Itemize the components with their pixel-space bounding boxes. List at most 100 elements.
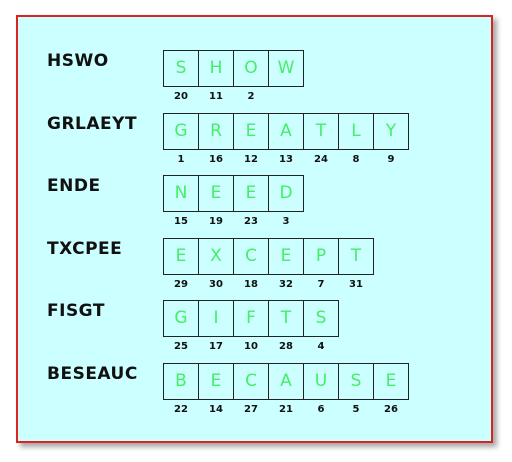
clue-number: 14 (209, 404, 223, 415)
answer-letter: D (279, 183, 293, 203)
letter-box[interactable]: A 13 (268, 113, 304, 165)
answer-letter: E (245, 183, 257, 203)
answer-letter: S (315, 308, 327, 328)
answer-letter: S (350, 371, 362, 391)
answer-letter: U (314, 371, 328, 391)
answer-letter: O (244, 58, 258, 78)
clue-number: 1 (177, 154, 185, 165)
letter-box[interactable]: N 15 (163, 175, 199, 227)
answer-letter: Y (385, 121, 397, 141)
letter-box[interactable]: A 21 (268, 363, 304, 415)
clue-number: 10 (244, 341, 258, 352)
answer-letter: R (210, 121, 222, 141)
answer-letter: G (174, 308, 188, 328)
clue-number: 24 (314, 154, 328, 165)
clue-number: 13 (279, 154, 293, 165)
letter-box[interactable]: E 19 (198, 175, 234, 227)
clue-number: 27 (244, 404, 258, 415)
clue-number: 2 (247, 91, 255, 102)
clue-number: 25 (174, 341, 188, 352)
answer-letter: E (245, 121, 257, 141)
clue-number: 26 (384, 404, 398, 415)
clue-number: 22 (174, 404, 188, 415)
clue-number: 9 (387, 154, 395, 165)
clue-number: 20 (174, 91, 188, 102)
clue-number: 19 (209, 216, 223, 227)
letter-box[interactable]: S 20 (163, 50, 199, 102)
scrambled-word: FISGT (47, 301, 105, 321)
answer-letter: E (385, 371, 397, 391)
scrambled-word: HSWO (47, 51, 109, 71)
answer-letter: N (174, 183, 188, 203)
answer-letter: T (280, 308, 292, 328)
letter-box[interactable]: F 10 (233, 300, 269, 352)
answer-letter: E (175, 246, 187, 266)
answer-letter: F (246, 308, 256, 328)
letter-box[interactable]: E 29 (163, 238, 199, 290)
answer-letter: A (280, 371, 292, 391)
clue-number: 21 (279, 404, 293, 415)
answer-letter: C (245, 246, 257, 266)
letter-box[interactable]: W (268, 50, 304, 87)
clue-number: 3 (282, 216, 290, 227)
clue-number: 29 (174, 279, 188, 290)
answer-letter: E (280, 246, 292, 266)
answer-letter: P (315, 246, 327, 266)
letter-box[interactable]: E 26 (373, 363, 409, 415)
clue-number: 32 (279, 279, 293, 290)
answer-letter: X (210, 246, 222, 266)
letter-box[interactable]: B 22 (163, 363, 199, 415)
answer-letter: G (174, 121, 188, 141)
answer-letter: E (210, 371, 222, 391)
clue-number: 11 (209, 91, 223, 102)
letter-box[interactable]: H 11 (198, 50, 234, 102)
clue-number: 6 (317, 404, 325, 415)
clue-number: 17 (209, 341, 223, 352)
answer-letter: H (209, 58, 223, 78)
answer-letter: A (280, 121, 292, 141)
answer-letter: S (175, 58, 187, 78)
clue-number: 8 (352, 154, 360, 165)
clue-number: 7 (317, 279, 325, 290)
letter-box[interactable]: G 25 (163, 300, 199, 352)
letter-box[interactable]: E 23 (233, 175, 269, 227)
answer-letter: T (350, 246, 362, 266)
answer-letter: T (315, 121, 327, 141)
answer-letter: E (210, 183, 222, 203)
scrambled-word: ENDE (47, 176, 101, 196)
clue-number: 23 (244, 216, 258, 227)
clue-number: 15 (174, 216, 188, 227)
scrambled-word: GRLAEYT (47, 114, 138, 134)
letter-box[interactable]: E 32 (268, 238, 304, 290)
letter-box[interactable]: T 24 (303, 113, 339, 165)
letter-box[interactable]: E 14 (198, 363, 234, 415)
answer-letter: B (175, 371, 187, 391)
